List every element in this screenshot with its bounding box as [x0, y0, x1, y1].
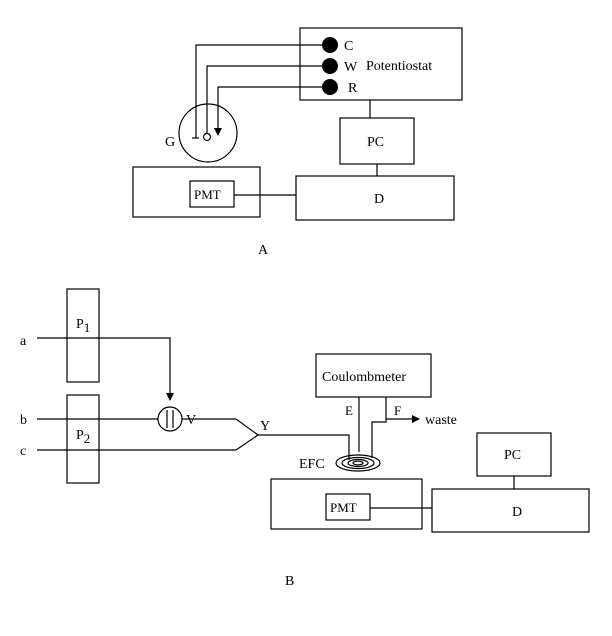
pump-2-label: P2 [76, 428, 90, 446]
terminal-c [322, 37, 338, 53]
valve-circle [157, 406, 183, 432]
wire-reference [214, 86, 322, 136]
detector-label-a: D [374, 192, 384, 207]
efc-coil-1 [335, 454, 381, 472]
efc-label: EFC [299, 457, 325, 472]
outflow-tube [371, 417, 387, 458]
flow-f-label: F [394, 403, 401, 418]
line-a [37, 337, 174, 401]
diagram-a: Potentiostat C W R G PC D PMT A [132, 27, 463, 258]
detector-box-b [431, 488, 590, 533]
pc-label-a: PC [367, 135, 384, 150]
efc-coil-4 [352, 460, 364, 466]
pmt-box-b [325, 493, 371, 521]
pmt-label-a: PMT [194, 187, 221, 202]
wire-working [206, 65, 322, 133]
coulombmeter-box [315, 353, 432, 398]
waste-label: waste [425, 413, 457, 428]
cell-label: G [165, 135, 175, 150]
cell-circle [178, 103, 238, 163]
line-y-to-cell [258, 434, 350, 460]
line-c-label: c [20, 444, 26, 459]
terminal-r [322, 79, 338, 95]
electrode-c-label: C [344, 39, 353, 54]
diagram-b: P1 P2 a b V c Y Coulombmeter E F [20, 288, 590, 589]
line-b-label: b [20, 413, 27, 428]
pc-label-b: PC [504, 448, 521, 463]
electrode-e-label: E [345, 403, 353, 418]
valve-label: V [186, 413, 196, 428]
efc-coil-2 [341, 456, 375, 470]
detector-box-a [295, 175, 455, 221]
working-electrode-tip [202, 132, 212, 142]
terminal-w [322, 58, 338, 74]
pmt-label-b: PMT [330, 500, 357, 515]
electrode-w-label: W [344, 60, 358, 75]
y-junction [235, 418, 260, 451]
junction-label: Y [260, 419, 270, 434]
efc-coil-3 [347, 458, 369, 468]
caption-a: A [258, 243, 269, 258]
detector-label-b: D [512, 505, 522, 520]
pump-2-box [66, 394, 100, 484]
pump-1-label: P1 [76, 317, 90, 335]
pump-1-box [66, 288, 100, 383]
electrode-r-label: R [348, 81, 358, 96]
coulombmeter-label: Coulombmeter [322, 370, 406, 385]
potentiostat-label: Potentiostat [366, 59, 432, 74]
caption-b: B [285, 574, 294, 589]
line-a-label: a [20, 334, 27, 349]
pmt-box-a [189, 180, 235, 208]
